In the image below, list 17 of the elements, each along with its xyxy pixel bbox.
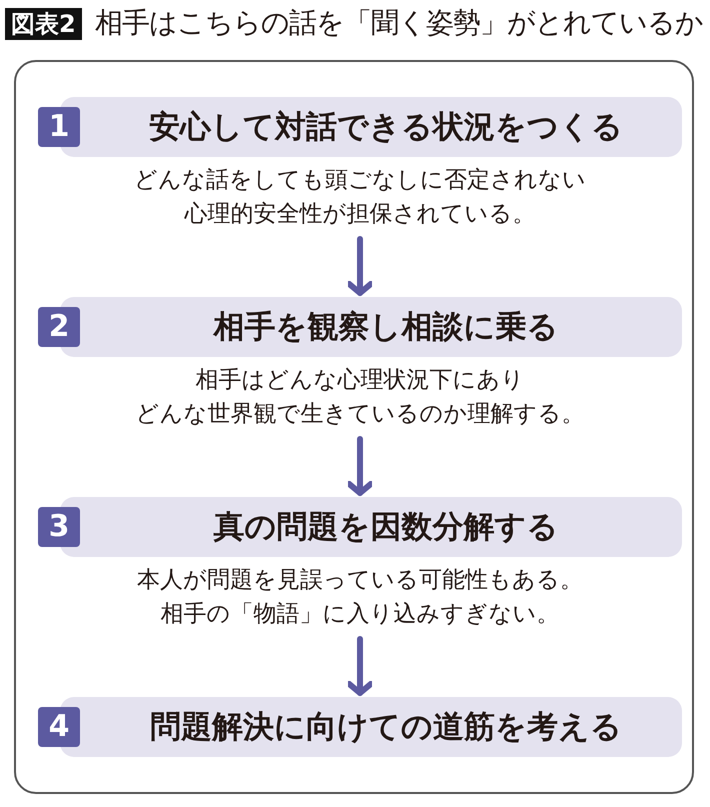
step-description: 相手はどんな心理状況下にありどんな世界観で生きているのか理解する。 (134, 366, 586, 429)
step-heading: 真の問題を因数分解する (212, 508, 558, 547)
outer-frame (14, 60, 694, 794)
number-badge: 4 (38, 707, 80, 747)
diagram-title: 相手はこちらの話を「聞く姿勢」がとれているか (95, 6, 703, 40)
number-badge: 1 (38, 107, 80, 147)
down-arrow (345, 236, 375, 296)
step-heading: 問題解決に向けての道筋を考える (149, 708, 622, 747)
number-badge: 3 (38, 507, 80, 547)
figure-number-label: 図表2 (5, 8, 82, 40)
step-description: 本人が問題を見誤っている可能性もある。相手の「物語」に入り込みすぎない。 (136, 566, 584, 629)
down-arrow (345, 636, 375, 696)
step-heading: 相手を観察し相談に乗る (212, 308, 558, 347)
number-badge: 2 (38, 307, 80, 347)
down-arrow (345, 436, 375, 496)
step-heading: 安心して対話できる状況をつくる (148, 108, 623, 147)
step-description: どんな話をしても頭ごなしに否定されない心理的安全性が担保されている。 (133, 166, 587, 229)
